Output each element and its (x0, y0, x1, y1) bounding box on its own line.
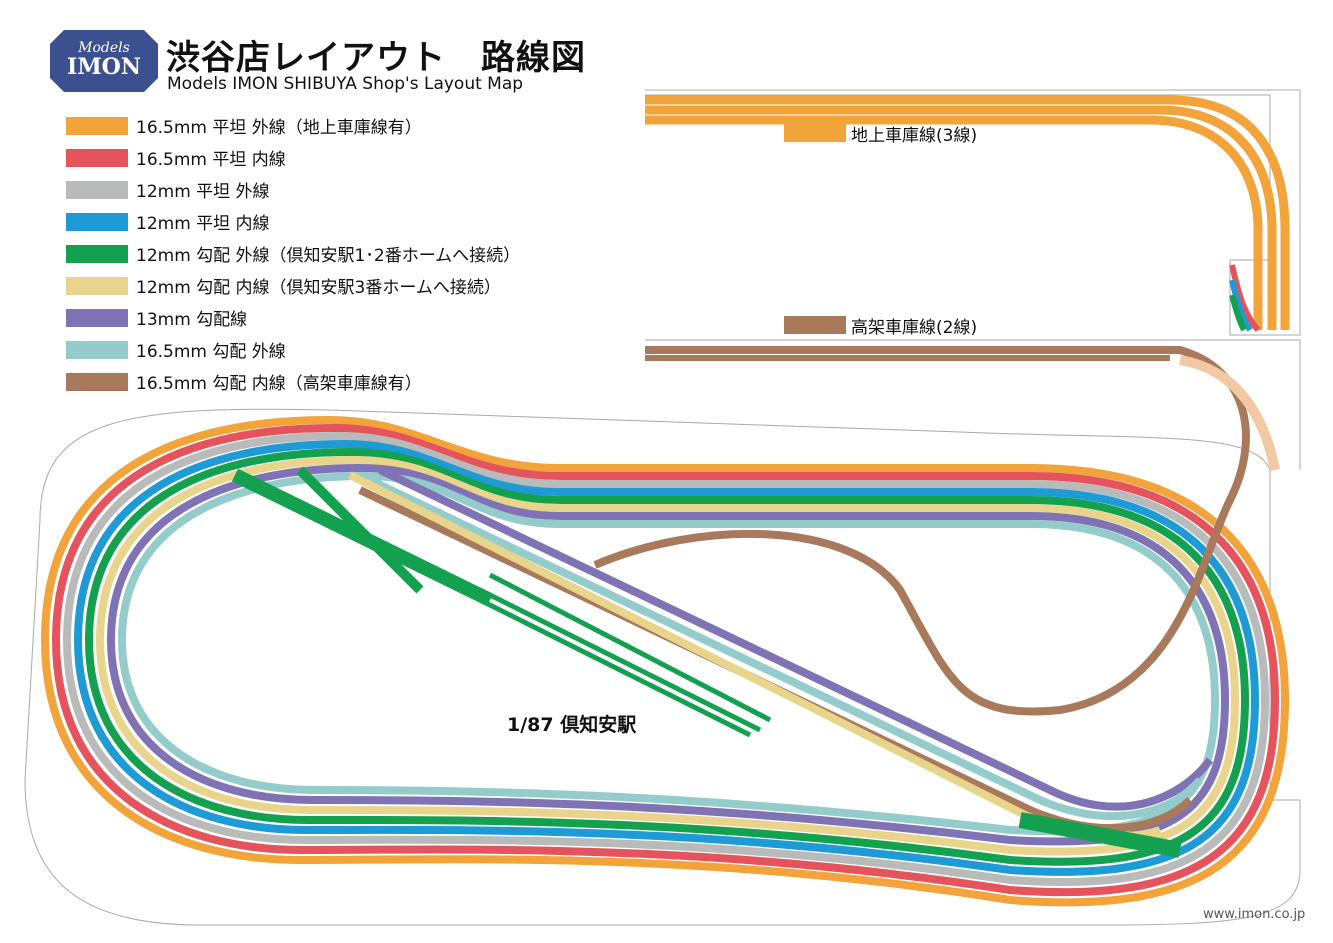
legend-swatch (66, 245, 128, 263)
page-subtitle: Models IMON SHIBUYA Shop's Layout Map (167, 74, 524, 94)
site-url: www.imon.co.jp (1203, 907, 1306, 922)
legend-label: 16.5mm 平坦 内線 (136, 150, 286, 170)
legend-label: 13mm 勾配線 (136, 310, 248, 330)
ground-depot-line (645, 95, 1290, 332)
legend-label: 12mm 平坦 外線 (136, 182, 270, 202)
legend-swatch (66, 373, 128, 391)
legend-swatch (66, 181, 128, 199)
ground-depot-label: 地上車庫線(3線) (851, 126, 978, 146)
legend-label: 12mm 勾配 内線（倶知安駅3番ホームへ接続） (136, 278, 501, 298)
logo-brand-text: IMON (67, 54, 141, 80)
legend-swatch (66, 117, 128, 135)
legend-swatch (66, 277, 128, 295)
station-tracks (231, 466, 1214, 858)
legend-label: 16.5mm 平坦 外線（地上車庫線有） (136, 118, 422, 138)
elevated-depot-board (645, 339, 1301, 470)
ground-depot-swatch (784, 124, 846, 142)
legend-swatch (66, 149, 128, 167)
elevated-line (593, 346, 1280, 716)
legend-label: 12mm 勾配 外線（倶知安駅1･2番ホームへ接続） (136, 246, 521, 266)
elevated-depot-swatch (784, 316, 846, 334)
logo-small-text: Models (77, 40, 130, 56)
legend-swatch (66, 341, 128, 359)
legend-label: 12mm 平坦 内線 (136, 214, 270, 234)
legend-label: 16.5mm 勾配 内線（高架車庫線有） (136, 374, 422, 394)
legend-label: 16.5mm 勾配 外線 (136, 342, 286, 362)
page-title: 渋谷店レイアウト 路線図 (166, 38, 586, 78)
main-loop-tracks (41, 416, 1289, 907)
legend-swatch (66, 213, 128, 231)
legend-swatch (66, 309, 128, 327)
elevated-depot-label: 高架車庫線(2線) (851, 318, 978, 338)
imon-logo: Models IMON (50, 30, 158, 92)
station-label: 1/87 倶知安駅 (507, 714, 637, 736)
